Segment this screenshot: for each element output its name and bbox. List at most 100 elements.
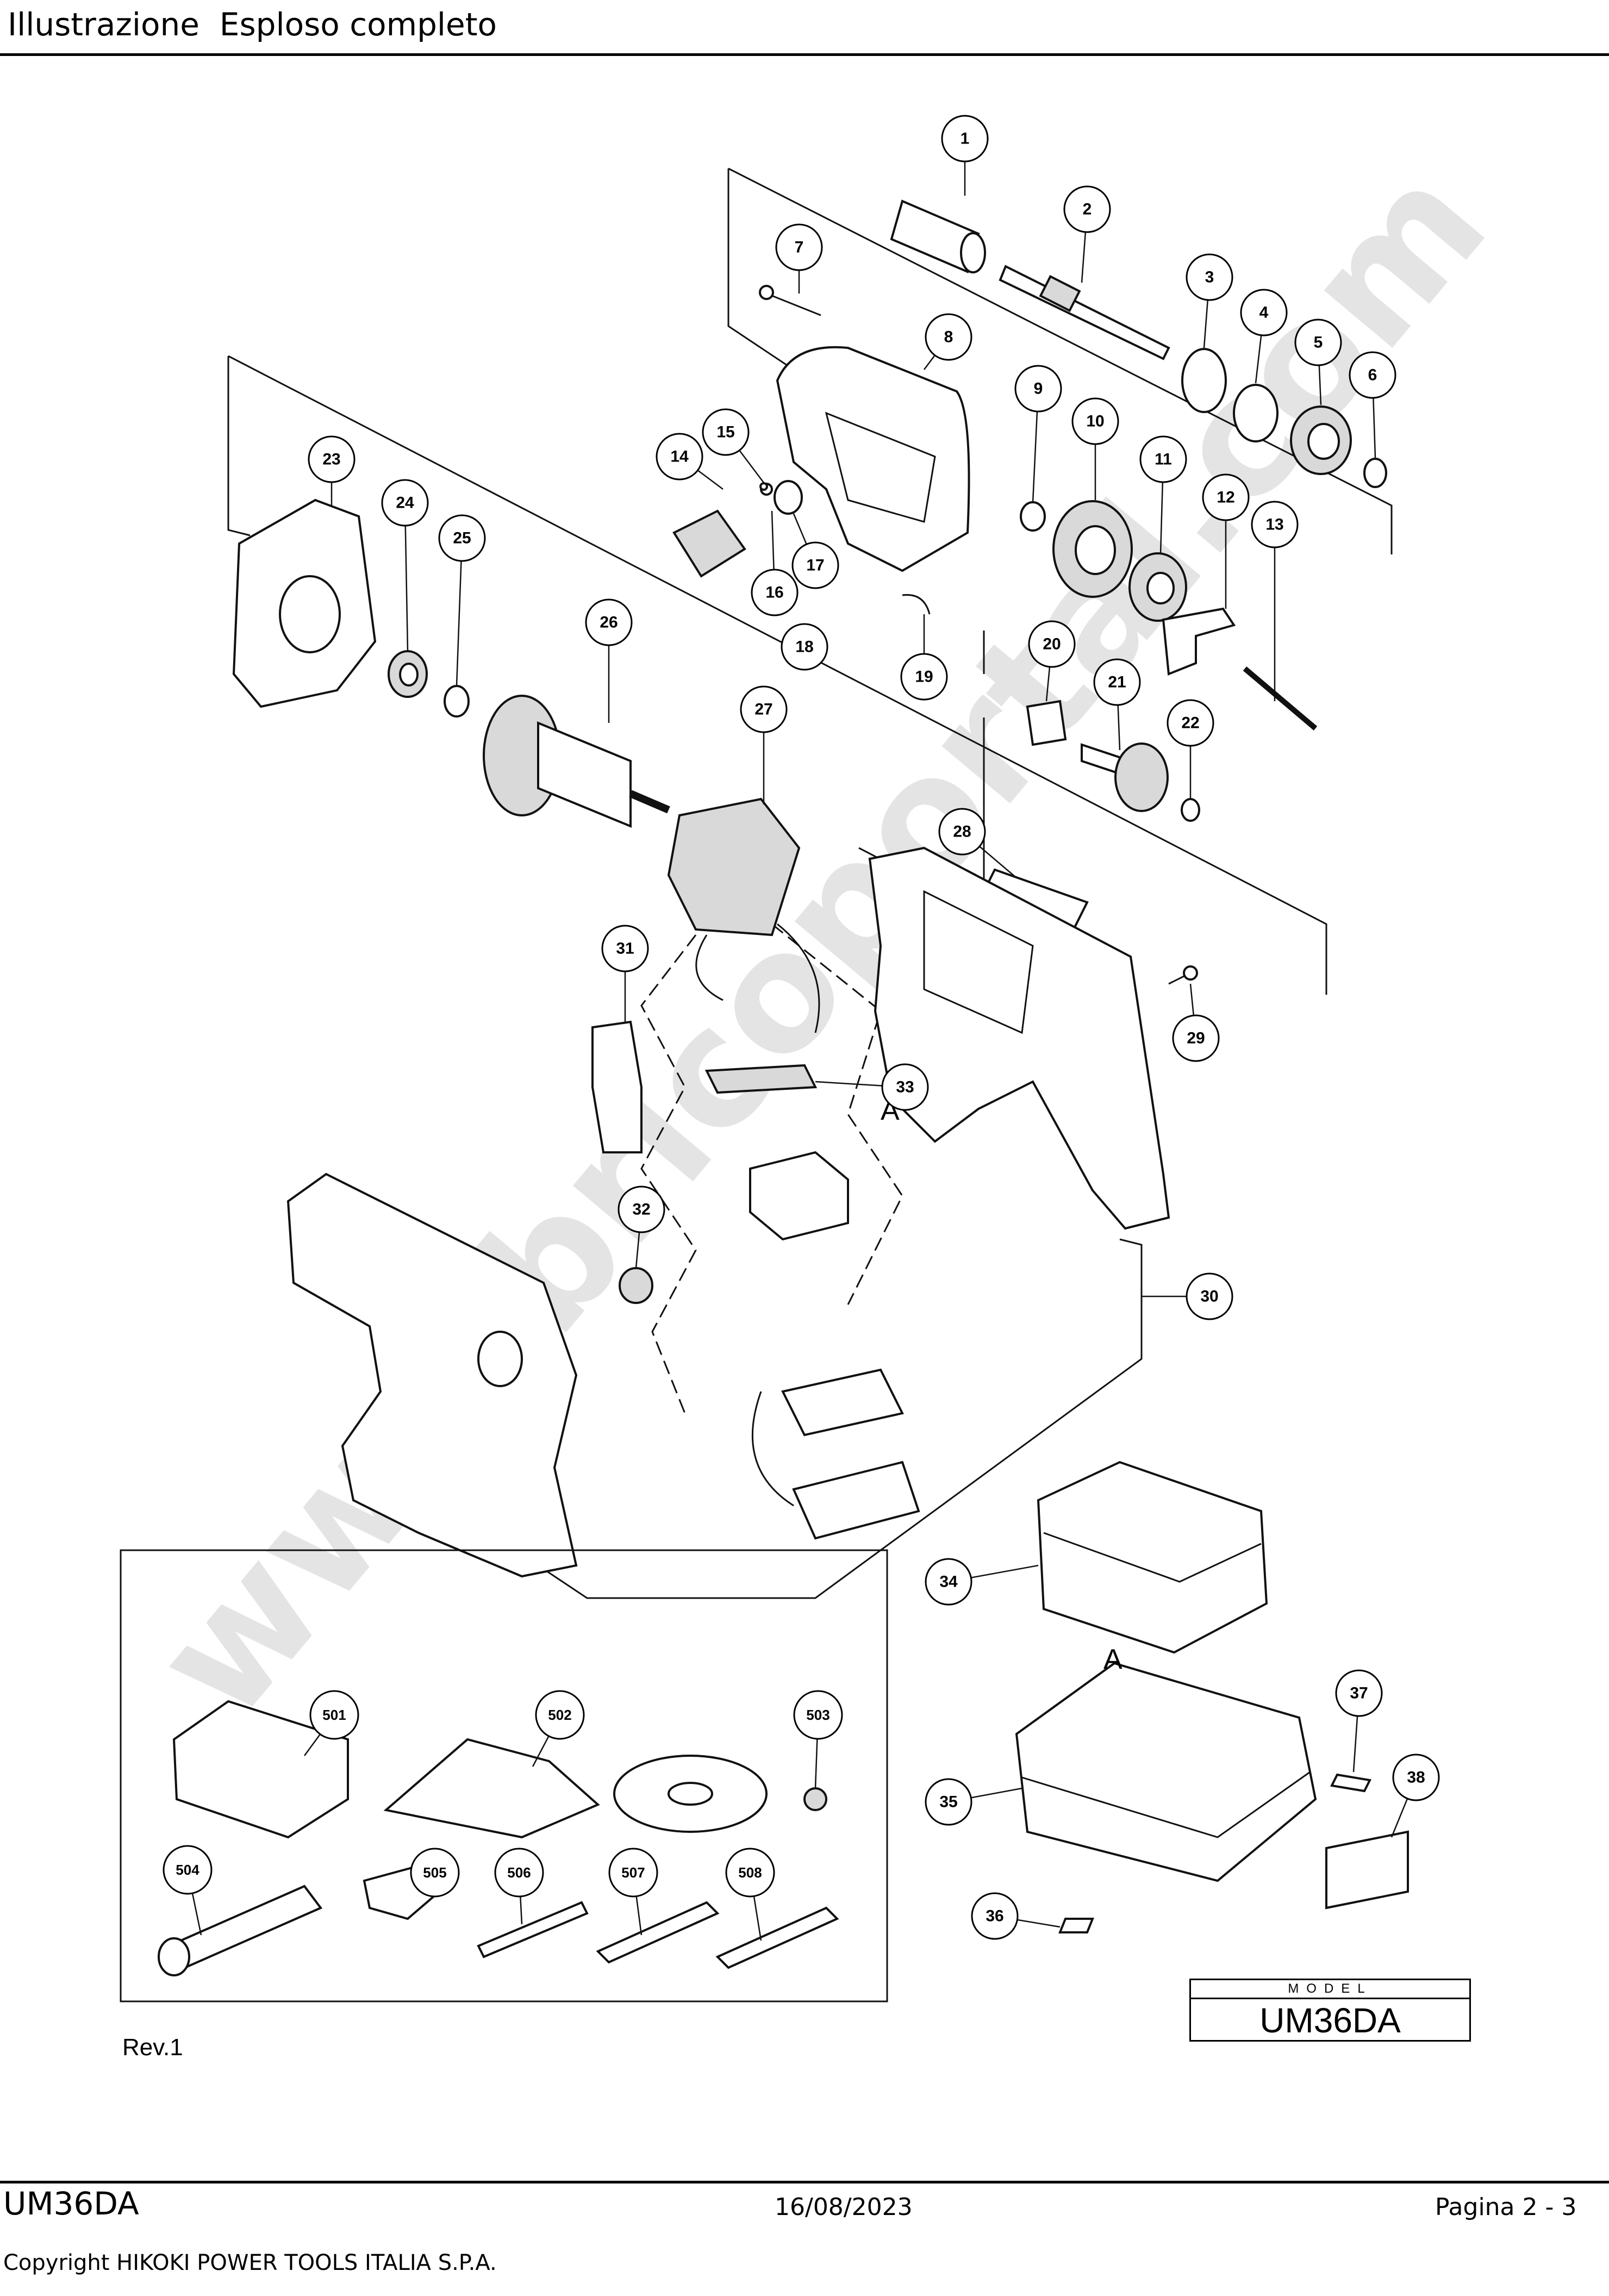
part-washer-22 — [1181, 798, 1200, 822]
callout-label-9: 9 — [1034, 380, 1043, 398]
callout-label-25: 25 — [453, 529, 471, 547]
callout-label-35: 35 — [939, 1793, 957, 1811]
callout-circle-37 — [1335, 1669, 1383, 1717]
callout-16: 16 — [751, 569, 799, 616]
callout-3: 3 — [1186, 253, 1233, 301]
callout-label-505: 505 — [423, 1864, 446, 1881]
callout-5: 5 — [1294, 319, 1342, 366]
callout-circle-501 — [309, 1690, 359, 1740]
callout-circle-19 — [900, 653, 948, 701]
accessory-nut — [803, 1787, 827, 1811]
callout-label-21: 21 — [1108, 673, 1126, 691]
callout-34: 34 — [925, 1558, 972, 1606]
callout-circle-6 — [1349, 351, 1396, 399]
callouts: 1234567891011121314151617181920212223242… — [163, 115, 1440, 1940]
callout-21: 21 — [1093, 658, 1141, 706]
callout-circle-22 — [1167, 699, 1214, 747]
callout-circle-36 — [971, 1892, 1019, 1940]
callout-circle-16 — [751, 569, 799, 616]
part-ball-bearing — [1290, 405, 1352, 475]
callout-36: 36 — [971, 1892, 1019, 1940]
callout-circle-32 — [618, 1186, 665, 1233]
callout-label-30: 30 — [1200, 1288, 1218, 1306]
callout-label-14: 14 — [670, 448, 689, 466]
part-clip — [902, 594, 931, 615]
callout-38: 38 — [1392, 1754, 1440, 1801]
callout-circle-3 — [1186, 253, 1233, 301]
callout-label-501: 501 — [322, 1707, 346, 1723]
part-bracket — [1162, 607, 1236, 676]
callout-26: 26 — [585, 598, 633, 646]
callout-label-15: 15 — [716, 423, 734, 441]
part-pinion-shaft — [1081, 743, 1169, 812]
part-spindle — [999, 265, 1170, 360]
part-gear-large — [1052, 500, 1133, 598]
callout-circle-24 — [381, 479, 429, 527]
callout-label-17: 17 — [806, 557, 824, 575]
callout-label-33: 33 — [896, 1078, 914, 1096]
callout-2: 2 — [1063, 185, 1111, 233]
callout-label-2: 2 — [1083, 201, 1092, 219]
accessories-box — [120, 1549, 888, 2002]
footer-date: 16/08/2023 — [775, 2193, 913, 2221]
part-tab-37 — [1330, 1773, 1371, 1793]
callout-circle-38 — [1392, 1754, 1440, 1801]
part-pin — [1243, 666, 1318, 731]
callout-17: 17 — [791, 541, 839, 589]
reference-letter-a-2: A — [1103, 1644, 1122, 1675]
callout-14: 14 — [656, 433, 703, 481]
callout-circle-4 — [1240, 289, 1288, 336]
callout-circle-506 — [494, 1848, 544, 1898]
callout-circle-8 — [925, 313, 972, 361]
footer-model: UM36DA — [3, 2185, 139, 2222]
accessory-wrench-508 — [715, 1906, 839, 1969]
callout-9: 9 — [1014, 365, 1062, 413]
callout-22: 22 — [1167, 699, 1214, 747]
callout-circle-25 — [438, 514, 486, 562]
callout-12: 12 — [1202, 473, 1250, 521]
callout-15: 15 — [702, 408, 750, 456]
part-lock-knob — [672, 480, 803, 578]
callout-circle-28 — [938, 808, 986, 856]
callout-label-19: 19 — [915, 668, 933, 686]
callout-label-24: 24 — [396, 494, 414, 512]
part-controller — [751, 1368, 920, 1540]
part-gear-medium — [1128, 552, 1187, 622]
callout-8: 8 — [925, 313, 972, 361]
part-switch — [749, 1151, 849, 1241]
callout-circle-13 — [1251, 501, 1299, 548]
callout-circle-29 — [1172, 1014, 1220, 1062]
callout-label-27: 27 — [754, 701, 772, 719]
callout-label-38: 38 — [1407, 1769, 1425, 1787]
callout-label-507: 507 — [621, 1864, 645, 1881]
callout-circle-10 — [1071, 397, 1119, 445]
callout-504: 504 — [163, 1845, 213, 1895]
callout-circle-504 — [163, 1845, 213, 1895]
footer-copyright: Copyright HIKOKI POWER TOOLS ITALIA S.P.… — [3, 2250, 497, 2275]
header-rule — [0, 53, 1609, 56]
callout-label-26: 26 — [600, 614, 618, 632]
callout-label-12: 12 — [1217, 489, 1234, 507]
part-label-38 — [1325, 1830, 1409, 1910]
callout-leader-24 — [404, 502, 409, 652]
callout-circle-507 — [608, 1848, 658, 1898]
callout-506: 506 — [494, 1848, 544, 1898]
part-armature — [483, 695, 670, 828]
callout-507: 507 — [608, 1848, 658, 1898]
callout-label-506: 506 — [507, 1864, 531, 1881]
callout-label-16: 16 — [765, 584, 783, 602]
accessory-charger — [172, 1700, 349, 1839]
accessory-adapter — [477, 1901, 589, 1958]
callout-501: 501 — [309, 1690, 359, 1740]
callout-4: 4 — [1240, 289, 1288, 336]
part-battery-case — [1015, 1662, 1317, 1882]
callout-18: 18 — [781, 623, 828, 671]
part-bearing-24 — [388, 650, 428, 698]
model-box-label: MODEL — [1191, 1980, 1469, 1999]
footer-rule — [0, 2181, 1609, 2183]
callout-leader-25 — [456, 538, 463, 687]
callout-label-5: 5 — [1314, 334, 1323, 352]
callout-label-20: 20 — [1043, 635, 1061, 653]
callout-508: 508 — [725, 1848, 775, 1898]
part-battery — [1037, 1461, 1268, 1654]
